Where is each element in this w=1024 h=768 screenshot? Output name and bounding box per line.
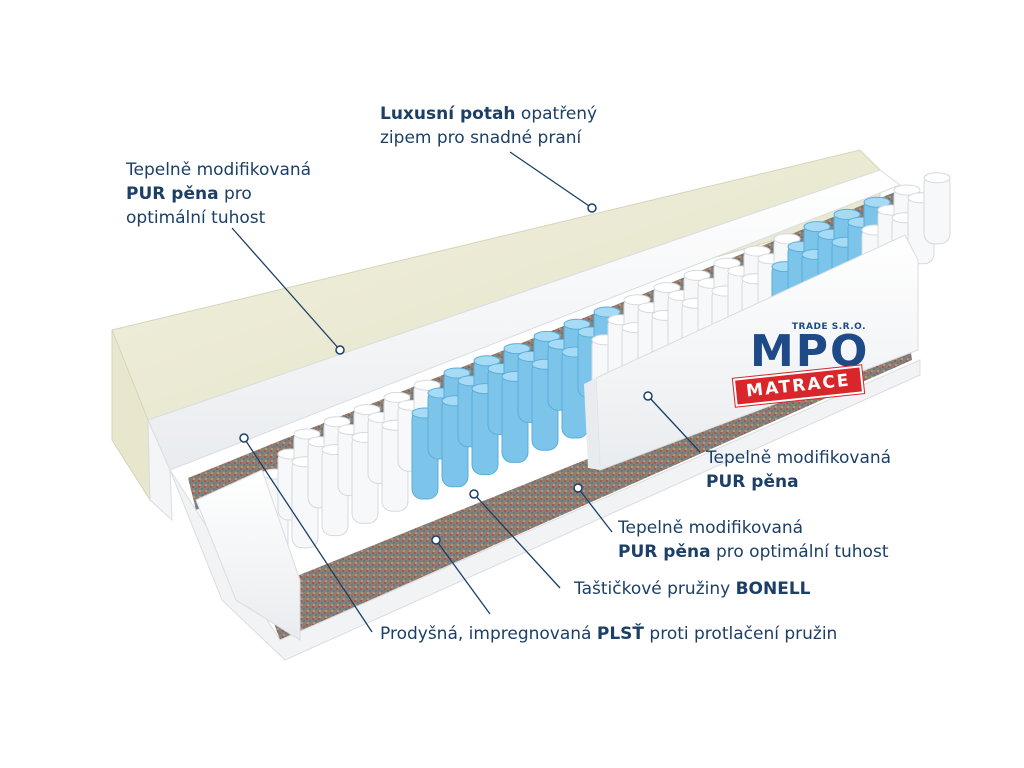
spring-pocket-top bbox=[413, 379, 441, 391]
callout-felt-text: Prodyšná, impregnovaná bbox=[380, 624, 597, 644]
callout-cover-rest: opatřený bbox=[515, 104, 598, 124]
callout-springs-bold: BONELL bbox=[735, 579, 811, 599]
leader-inner-foam bbox=[577, 487, 613, 533]
spring-pocket-top bbox=[623, 294, 651, 306]
callout-inner-foam: Tepelně modifikovaná PUR pěna pro optimá… bbox=[618, 516, 888, 564]
leader-felt-2 bbox=[435, 539, 491, 615]
leader-side-foam bbox=[647, 395, 701, 453]
spring-pocket-top bbox=[653, 282, 681, 294]
marker-cover bbox=[587, 203, 597, 213]
callout-felt-bold: PLSŤ bbox=[596, 624, 645, 644]
top-foam-front bbox=[147, 419, 173, 522]
callout-springs: Taštičkové pružiny BONELL bbox=[574, 577, 811, 601]
leader-cover bbox=[509, 151, 593, 209]
marker-top-foam bbox=[335, 345, 345, 355]
callout-felt: Prodyšná, impregnovaná PLSŤ proti protla… bbox=[380, 622, 837, 646]
mpo-matrace-logo: TRADE S.R.O. MPO MATRACE bbox=[726, 322, 886, 412]
spring-pocket-top bbox=[383, 391, 411, 403]
callout-top-foam: Tepelně modifikovaná PUR pěna pro optimá… bbox=[126, 158, 311, 230]
callout-top-foam-bold: PUR pěna bbox=[126, 184, 219, 204]
spring-pocket-top bbox=[293, 428, 321, 440]
spring-pocket-top bbox=[743, 245, 771, 257]
callout-inner-foam-bold: PUR pěna bbox=[618, 542, 711, 562]
callout-side-foam: Tepelně modifikovaná PUR pěna bbox=[706, 446, 891, 494]
callout-cover: Luxusní potah opatřený zipem pro snadné … bbox=[380, 102, 597, 150]
spring-pocket-top bbox=[473, 355, 501, 367]
callout-inner-foam-rest: pro optimální tuhost bbox=[710, 542, 889, 562]
marker-felt-1 bbox=[239, 433, 249, 443]
logo-trade-text: TRADE S.R.O. bbox=[791, 322, 866, 332]
spring-pocket-top bbox=[443, 367, 471, 379]
spring-pocket-top bbox=[533, 330, 561, 342]
callout-cover-line2: zipem pro snadné praní bbox=[380, 128, 582, 148]
spring-pocket-top bbox=[713, 257, 741, 269]
front-foam-block bbox=[195, 469, 301, 641]
callout-side-foam-line1: Tepelně modifikovaná bbox=[706, 448, 892, 468]
spring-pocket-top bbox=[863, 196, 891, 208]
callout-inner-foam-line1: Tepelně modifikovaná bbox=[618, 518, 804, 538]
spring-pocket-top bbox=[353, 404, 381, 416]
callout-side-foam-bold: PUR pěna bbox=[706, 472, 799, 492]
marker-springs bbox=[469, 489, 479, 499]
callout-top-foam-rest: pro bbox=[218, 184, 252, 204]
marker-felt-2 bbox=[431, 535, 441, 545]
marker-inner-foam bbox=[573, 483, 583, 493]
spring-pocket-top bbox=[503, 343, 531, 355]
marker-side-foam bbox=[643, 391, 653, 401]
spring-pocket-top bbox=[563, 318, 591, 330]
spring-pocket-top bbox=[893, 184, 921, 196]
spring-pocket-top bbox=[833, 208, 861, 220]
spring-pocket-top bbox=[323, 416, 351, 428]
spring-pocket-top bbox=[593, 306, 621, 318]
leader-springs bbox=[473, 493, 561, 589]
leader-felt-1 bbox=[243, 437, 373, 633]
callout-top-foam-line3: optimální tuhost bbox=[126, 208, 266, 228]
callout-top-foam-line1: Tepelně modifikovaná bbox=[126, 160, 312, 180]
callout-felt-rest: proti protlačení pružin bbox=[644, 624, 838, 644]
spring-pocket-top bbox=[683, 269, 711, 281]
spring-pocket-top bbox=[773, 233, 801, 245]
side-foam-rail-front bbox=[584, 378, 600, 470]
callout-springs-text: Taštičkové pružiny bbox=[574, 579, 736, 599]
leader-top-foam bbox=[231, 227, 341, 351]
callout-cover-bold: Luxusní potah bbox=[380, 104, 516, 124]
spring-pocket-top bbox=[803, 221, 831, 233]
spring-pocket-top bbox=[923, 172, 951, 184]
spring-pocket bbox=[923, 173, 951, 245]
